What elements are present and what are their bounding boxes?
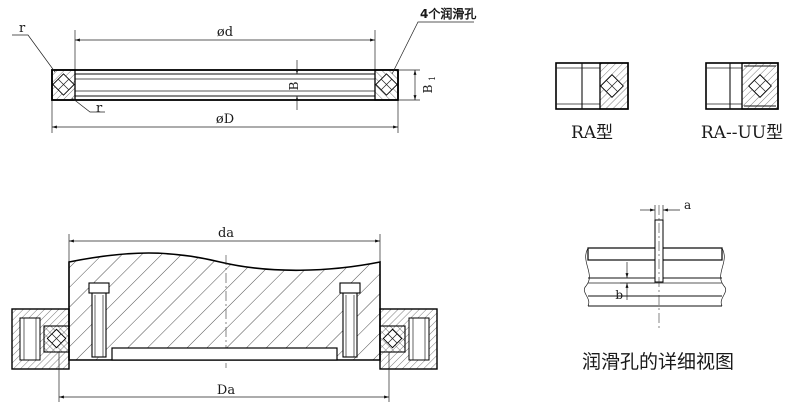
label-lube-holes: 4个润滑孔 xyxy=(420,6,476,21)
left-bolt xyxy=(88,282,110,358)
label-type-ra: RA型 xyxy=(571,123,613,143)
label-r-inner: r xyxy=(96,101,103,116)
label-d: ød xyxy=(217,25,233,40)
mounting-assembly xyxy=(11,234,438,402)
bearing-cross-section xyxy=(12,21,474,133)
detail-title: 润滑孔的详细视图 xyxy=(582,351,734,373)
label-r-outer: r xyxy=(19,21,26,36)
ra-uu-type-section xyxy=(705,62,779,110)
label-da: da xyxy=(218,226,234,241)
label-B1: B 1 xyxy=(421,76,437,94)
label-b: b xyxy=(615,288,623,302)
label-Da: Da xyxy=(217,383,235,398)
label-D: øD xyxy=(216,112,234,127)
ra-type-section xyxy=(555,62,629,110)
right-housing xyxy=(379,308,438,370)
right-bolt xyxy=(339,282,361,358)
left-ring-section xyxy=(51,69,76,101)
svg-text:B: B xyxy=(421,84,435,93)
right-ring-section xyxy=(374,69,399,101)
label-a: a xyxy=(684,198,691,212)
lube-hole-detail xyxy=(583,205,727,330)
label-B: B xyxy=(287,81,301,90)
label-type-ra-uu: RA--UU型 xyxy=(701,123,783,143)
shaft-body xyxy=(68,252,381,361)
left-housing xyxy=(11,308,70,370)
svg-text:1: 1 xyxy=(428,76,437,81)
